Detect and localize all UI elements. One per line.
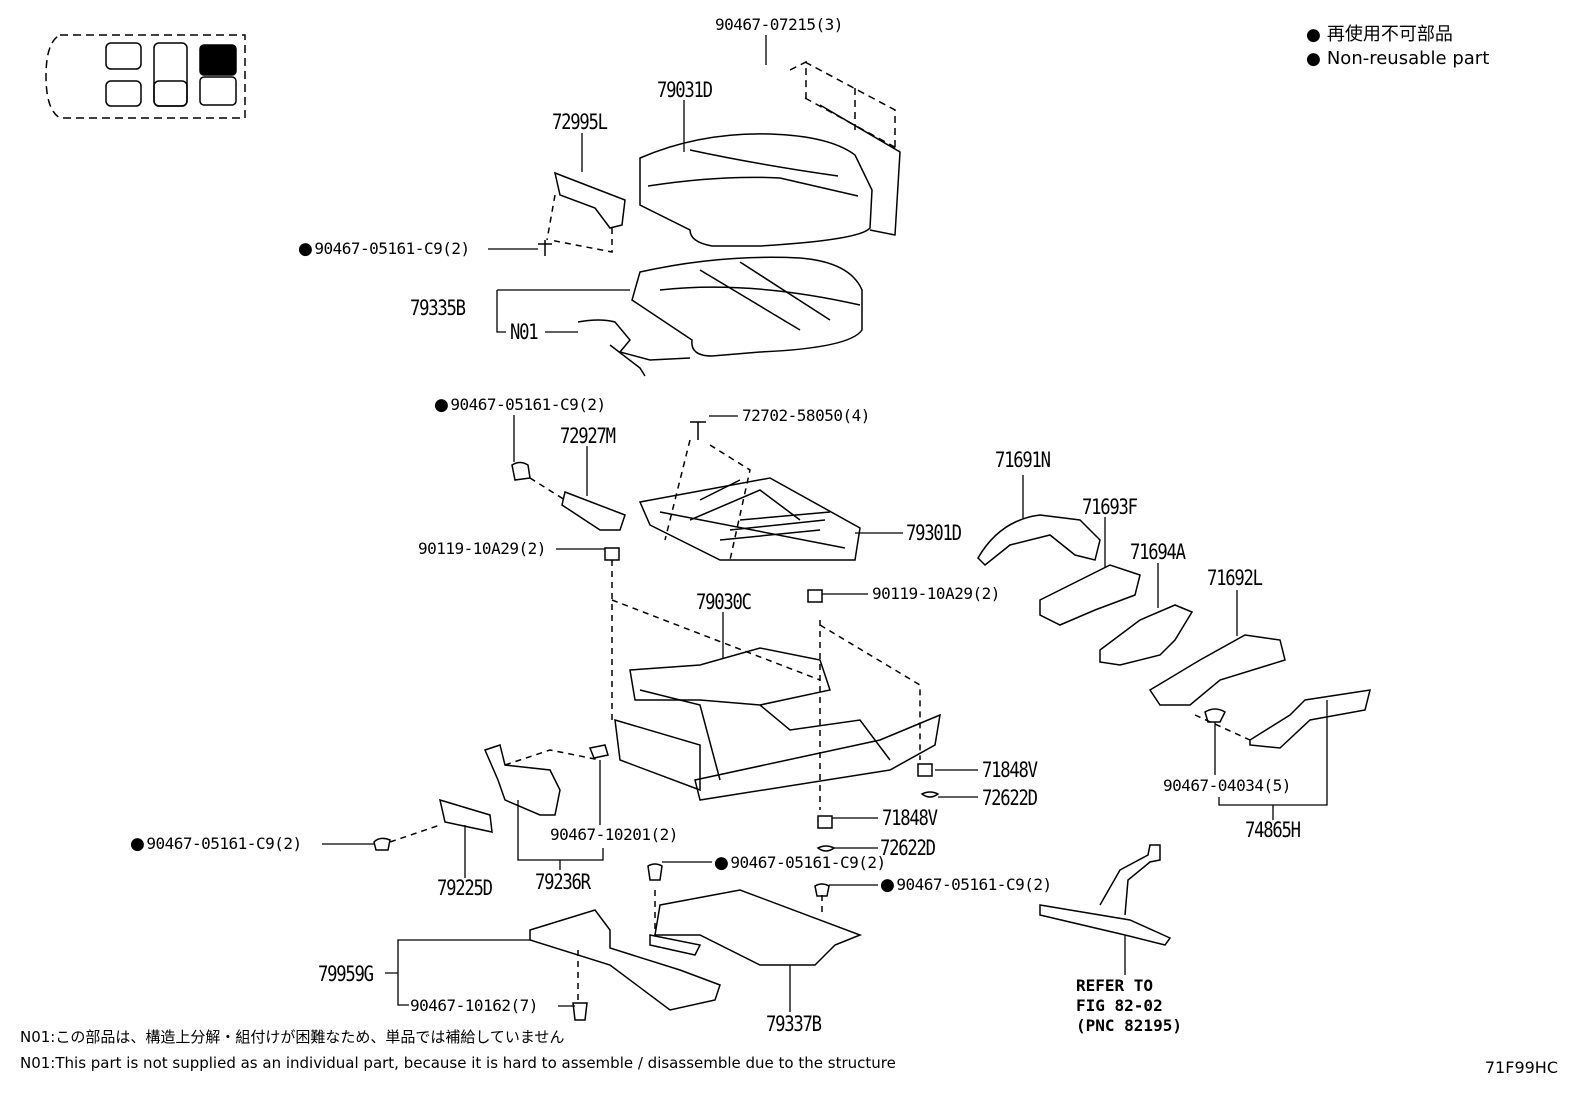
part-90467-05161-top[interactable]: 90467-05161-C9(2) xyxy=(298,240,470,258)
part-71694A[interactable]: 71694A xyxy=(1130,540,1186,564)
part-90467-10201[interactable]: 90467-10201(2) xyxy=(550,825,678,844)
part-90467-07215[interactable]: 90467-07215(3) xyxy=(715,15,843,34)
part-90119-right[interactable]: 90119-10A29(2) xyxy=(872,584,1000,603)
part-72702-58050[interactable]: 72702-58050(4) xyxy=(742,406,870,425)
figure-code: 71F99HC xyxy=(1484,1058,1558,1077)
footnote-ja: N01:この部品は、構造上分解・組付けが困難なため、単品では補給していません xyxy=(20,1028,565,1046)
part-90467-05161-left[interactable]: 90467-05161-C9(2) xyxy=(130,835,302,853)
part-79225D[interactable]: 79225D xyxy=(437,876,493,900)
part-N01[interactable]: N01 xyxy=(510,320,539,344)
seat-frame-drawing xyxy=(638,421,861,561)
part-79335B[interactable]: 79335B xyxy=(410,296,466,320)
seat-locator-icon xyxy=(45,34,246,119)
part-72927M[interactable]: 72927M xyxy=(560,424,616,448)
part-71693F[interactable]: 71693F xyxy=(1082,495,1138,519)
hinge-covers-drawing xyxy=(977,514,1372,749)
refer-line-1: REFER TO xyxy=(1076,976,1154,995)
part-90467-05161-c1[interactable]: 90467-05161-C9(2) xyxy=(714,854,886,872)
part-79236R[interactable]: 79236R xyxy=(535,870,591,894)
part-90467-05161-mid[interactable]: 90467-05161-C9(2) xyxy=(434,396,606,414)
legend-en: ●Non-reusable part xyxy=(1306,48,1489,70)
legend-en-text: Non-reusable part xyxy=(1326,48,1490,69)
part-90467-05161-c2[interactable]: 90467-05161-C9(2) xyxy=(880,876,1052,894)
legend-ja-text: 再使用不可部品 xyxy=(1326,24,1453,45)
part-71691N[interactable]: 71691N xyxy=(995,448,1051,472)
part-79030C[interactable]: 79030C xyxy=(696,590,752,614)
legend-ja: ●再使用不可部品 xyxy=(1306,24,1453,46)
footnote-en: N01:This part is not supplied as an indi… xyxy=(20,1054,896,1072)
part-72995L[interactable]: 72995L xyxy=(552,110,608,134)
seat-cushion-cover-drawing xyxy=(639,60,901,247)
part-71692L[interactable]: 71692L xyxy=(1207,566,1263,590)
seat-track-drawing xyxy=(604,547,941,852)
part-90467-04034[interactable]: 90467-04034(5) xyxy=(1163,776,1291,795)
side-shield-drawing xyxy=(373,744,609,851)
under-covers-drawing xyxy=(529,844,1172,1021)
refer-note[interactable]: REFER TO FIG 82-02 (PNC 82195) xyxy=(1076,976,1182,1036)
part-71848V-a[interactable]: 71848V xyxy=(982,758,1038,782)
part-74865H[interactable]: 74865H xyxy=(1245,818,1301,842)
part-79337B[interactable]: 79337B xyxy=(766,1012,822,1036)
refer-line-2: FIG 82-02 xyxy=(1076,996,1163,1015)
part-72622D-a[interactable]: 72622D xyxy=(982,786,1038,810)
part-90119-left[interactable]: 90119-10A29(2) xyxy=(418,539,546,558)
part-79301D[interactable]: 79301D xyxy=(906,521,962,545)
cover-trim-drawing xyxy=(538,171,626,256)
leader-lines xyxy=(322,35,1328,1012)
part-71848V-b[interactable]: 71848V xyxy=(882,806,938,830)
part-90467-10162[interactable]: 90467-10162(7) xyxy=(410,996,538,1015)
refer-line-3: (PNC 82195) xyxy=(1076,1016,1182,1035)
part-72622D-b[interactable]: 72622D xyxy=(880,836,936,860)
bullet-icon: ● xyxy=(1306,25,1321,45)
bullet-icon: ● xyxy=(1306,49,1321,69)
part-79959G[interactable]: 79959G xyxy=(318,962,374,986)
bracket-drawing xyxy=(511,461,626,531)
seat-cushion-pad-drawing xyxy=(577,256,863,377)
part-79031D[interactable]: 79031D xyxy=(657,78,713,102)
